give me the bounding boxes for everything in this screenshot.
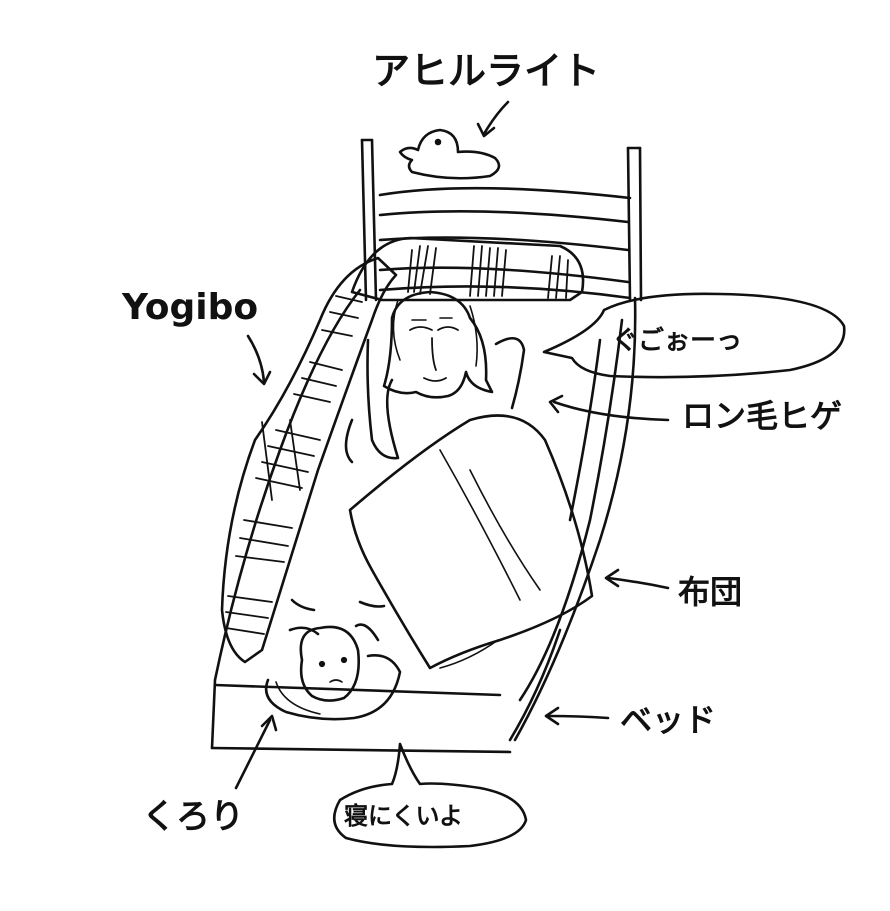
headboard [360, 138, 643, 302]
complaint-text: 寝にくいよ [344, 802, 464, 830]
complaint-speech-bubble [332, 742, 528, 849]
kurori-label: くろり [142, 797, 244, 837]
pillow-stripes [407, 245, 569, 299]
futon-pointer-arrow-head [604, 568, 620, 588]
futon-pointer-arrow [606, 576, 670, 590]
yogibo-label: Yogibo [122, 287, 259, 328]
duck-light-label: アヒルライト [372, 49, 601, 93]
yogibo-cushion [220, 256, 398, 664]
kurori-character [264, 598, 402, 721]
futon-blanket [348, 414, 594, 670]
long-hair-bearded-man [344, 290, 526, 464]
man-pointer-arrow [552, 400, 670, 422]
yogibo-pointer-arrow-head [252, 370, 272, 386]
man-pointer-arrow-head [548, 394, 564, 414]
bed-pointer-arrow [546, 714, 610, 720]
snore-text: ぐごぉーっ [612, 326, 743, 356]
long-hair-beard-label: ロン毛ヒゲ [682, 397, 843, 435]
snore-speech-bubble [542, 292, 846, 379]
bed-label: ベッド [620, 701, 717, 739]
futon-label: 布団 [678, 573, 743, 611]
duck-pointer-arrow-head [476, 122, 496, 138]
kurori-pointer-arrow-head [260, 714, 278, 732]
bed-pointer-arrow-head [544, 706, 560, 726]
duck-light [398, 128, 501, 180]
yogibo-stripes [225, 295, 363, 635]
duck-pointer-arrow [482, 100, 510, 136]
yogibo-pointer-arrow [246, 334, 266, 384]
kurori-pointer-arrow [234, 718, 272, 790]
